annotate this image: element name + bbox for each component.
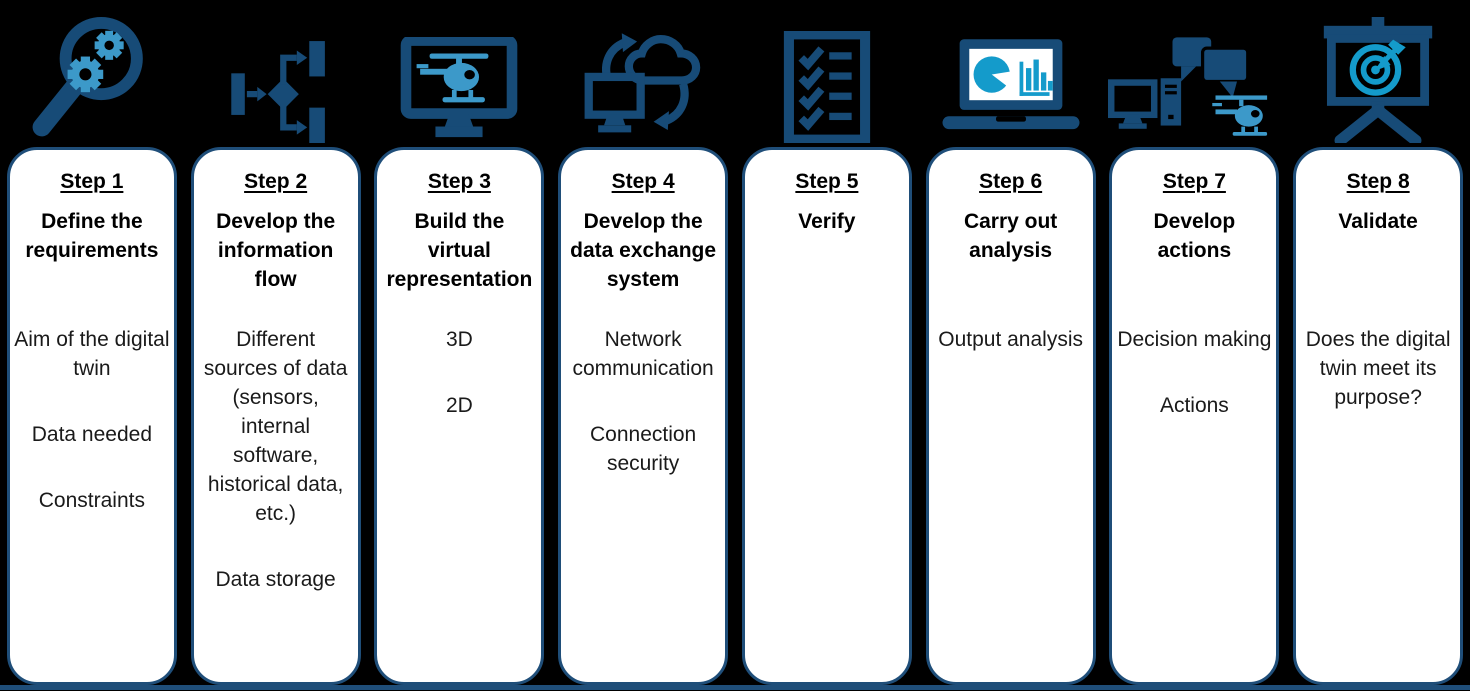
magnifier-gears-icon (32, 16, 143, 137)
computer-chat-helicopter-icon (1108, 37, 1268, 136)
step-card-5: Step 5 Verify (741, 147, 912, 685)
step-item: Different sources of data (sensors, inte… (203, 328, 348, 525)
step-label: Step 2 (244, 170, 308, 193)
laptop-charts-icon (942, 39, 1080, 130)
step-column-8: Step 8 Validate Does the digital twin me… (1286, 0, 1470, 685)
monitor-helicopter-icon (401, 37, 518, 138)
step-card-2: Step 2 Develop the information flow Diff… (190, 147, 361, 685)
step-item: Connection security (590, 422, 697, 475)
step-label: Step 8 (1346, 170, 1410, 193)
baseline-bar (0, 685, 1470, 690)
step-item: Data needed (31, 422, 153, 446)
step-5-icon-zone (782, 0, 872, 147)
step-item: Actions (1159, 393, 1229, 417)
presentation-target-icon (1323, 17, 1433, 143)
step-column-3: Step 3 Build the virtual representation … (368, 0, 552, 685)
step-card-3: Step 3 Build the virtual representation … (374, 147, 545, 685)
step-card-1: Step 1 Define the requirements Aim of th… (6, 147, 177, 685)
step-label: Step 3 (427, 170, 491, 193)
step-title: Develop actions (1153, 210, 1236, 262)
step-title: Carry out analysis (963, 210, 1058, 262)
step-6-icon-zone (936, 0, 1086, 147)
step-column-2: Step 2 Develop the information flow Diff… (184, 0, 368, 685)
step-column-1: Step 1 Define the requirements Aim of th… (0, 0, 184, 685)
step-3-icon-zone (400, 0, 518, 147)
step-label: Step 1 (60, 170, 124, 193)
step-item: Constraints (38, 488, 145, 512)
step-item: 3D (445, 328, 473, 351)
step-1-icon-zone (26, 0, 158, 147)
step-item: Decision making (1117, 328, 1272, 351)
checklist-icon (783, 31, 870, 143)
step-card-8: Step 8 Validate Does the digital twin me… (1293, 147, 1464, 685)
step-item: Output analysis (938, 328, 1083, 351)
step-card-7: Step 7 Develop actions Decision making A… (1109, 147, 1280, 685)
step-label: Step 4 (611, 170, 675, 193)
step-item: Data storage (215, 567, 336, 591)
step-label: Step 6 (979, 170, 1043, 193)
step-item: Aim of the digital twin (14, 328, 170, 380)
step-title: Build the virtual representation (386, 210, 533, 291)
flowchart-icon (230, 41, 325, 143)
step-title: Develop the information flow (216, 210, 336, 291)
step-4-icon-zone (584, 0, 702, 147)
step-7-icon-zone (1108, 0, 1280, 147)
step-title: Define the requirements (25, 210, 159, 262)
step-title: Verify (798, 210, 856, 233)
step-label: Step 7 (1162, 170, 1226, 193)
step-item: Network communication (572, 328, 714, 380)
step-2-icon-zone (224, 0, 328, 147)
step-item: 2D (445, 393, 473, 417)
step-title: Develop the data exchange system (570, 210, 717, 291)
step-label: Step 5 (795, 170, 859, 193)
step-column-4: Step 4 Develop the data exchange system … (551, 0, 735, 685)
step-item: Does the digital twin meet its purpose? (1305, 328, 1451, 409)
step-title: Validate (1338, 210, 1418, 233)
step-card-6: Step 6 Carry out analysis Output analysi… (925, 147, 1096, 685)
step-column-7: Step 7 Develop actions Decision making A… (1103, 0, 1287, 685)
step-card-4: Step 4 Develop the data exchange system … (558, 147, 729, 685)
step-column-5: Step 5 Verify (735, 0, 919, 685)
step-column-6: Step 6 Carry out analysis Output analysi… (919, 0, 1103, 685)
step-8-icon-zone (1315, 0, 1441, 147)
cloud-sync-icon (584, 33, 701, 133)
